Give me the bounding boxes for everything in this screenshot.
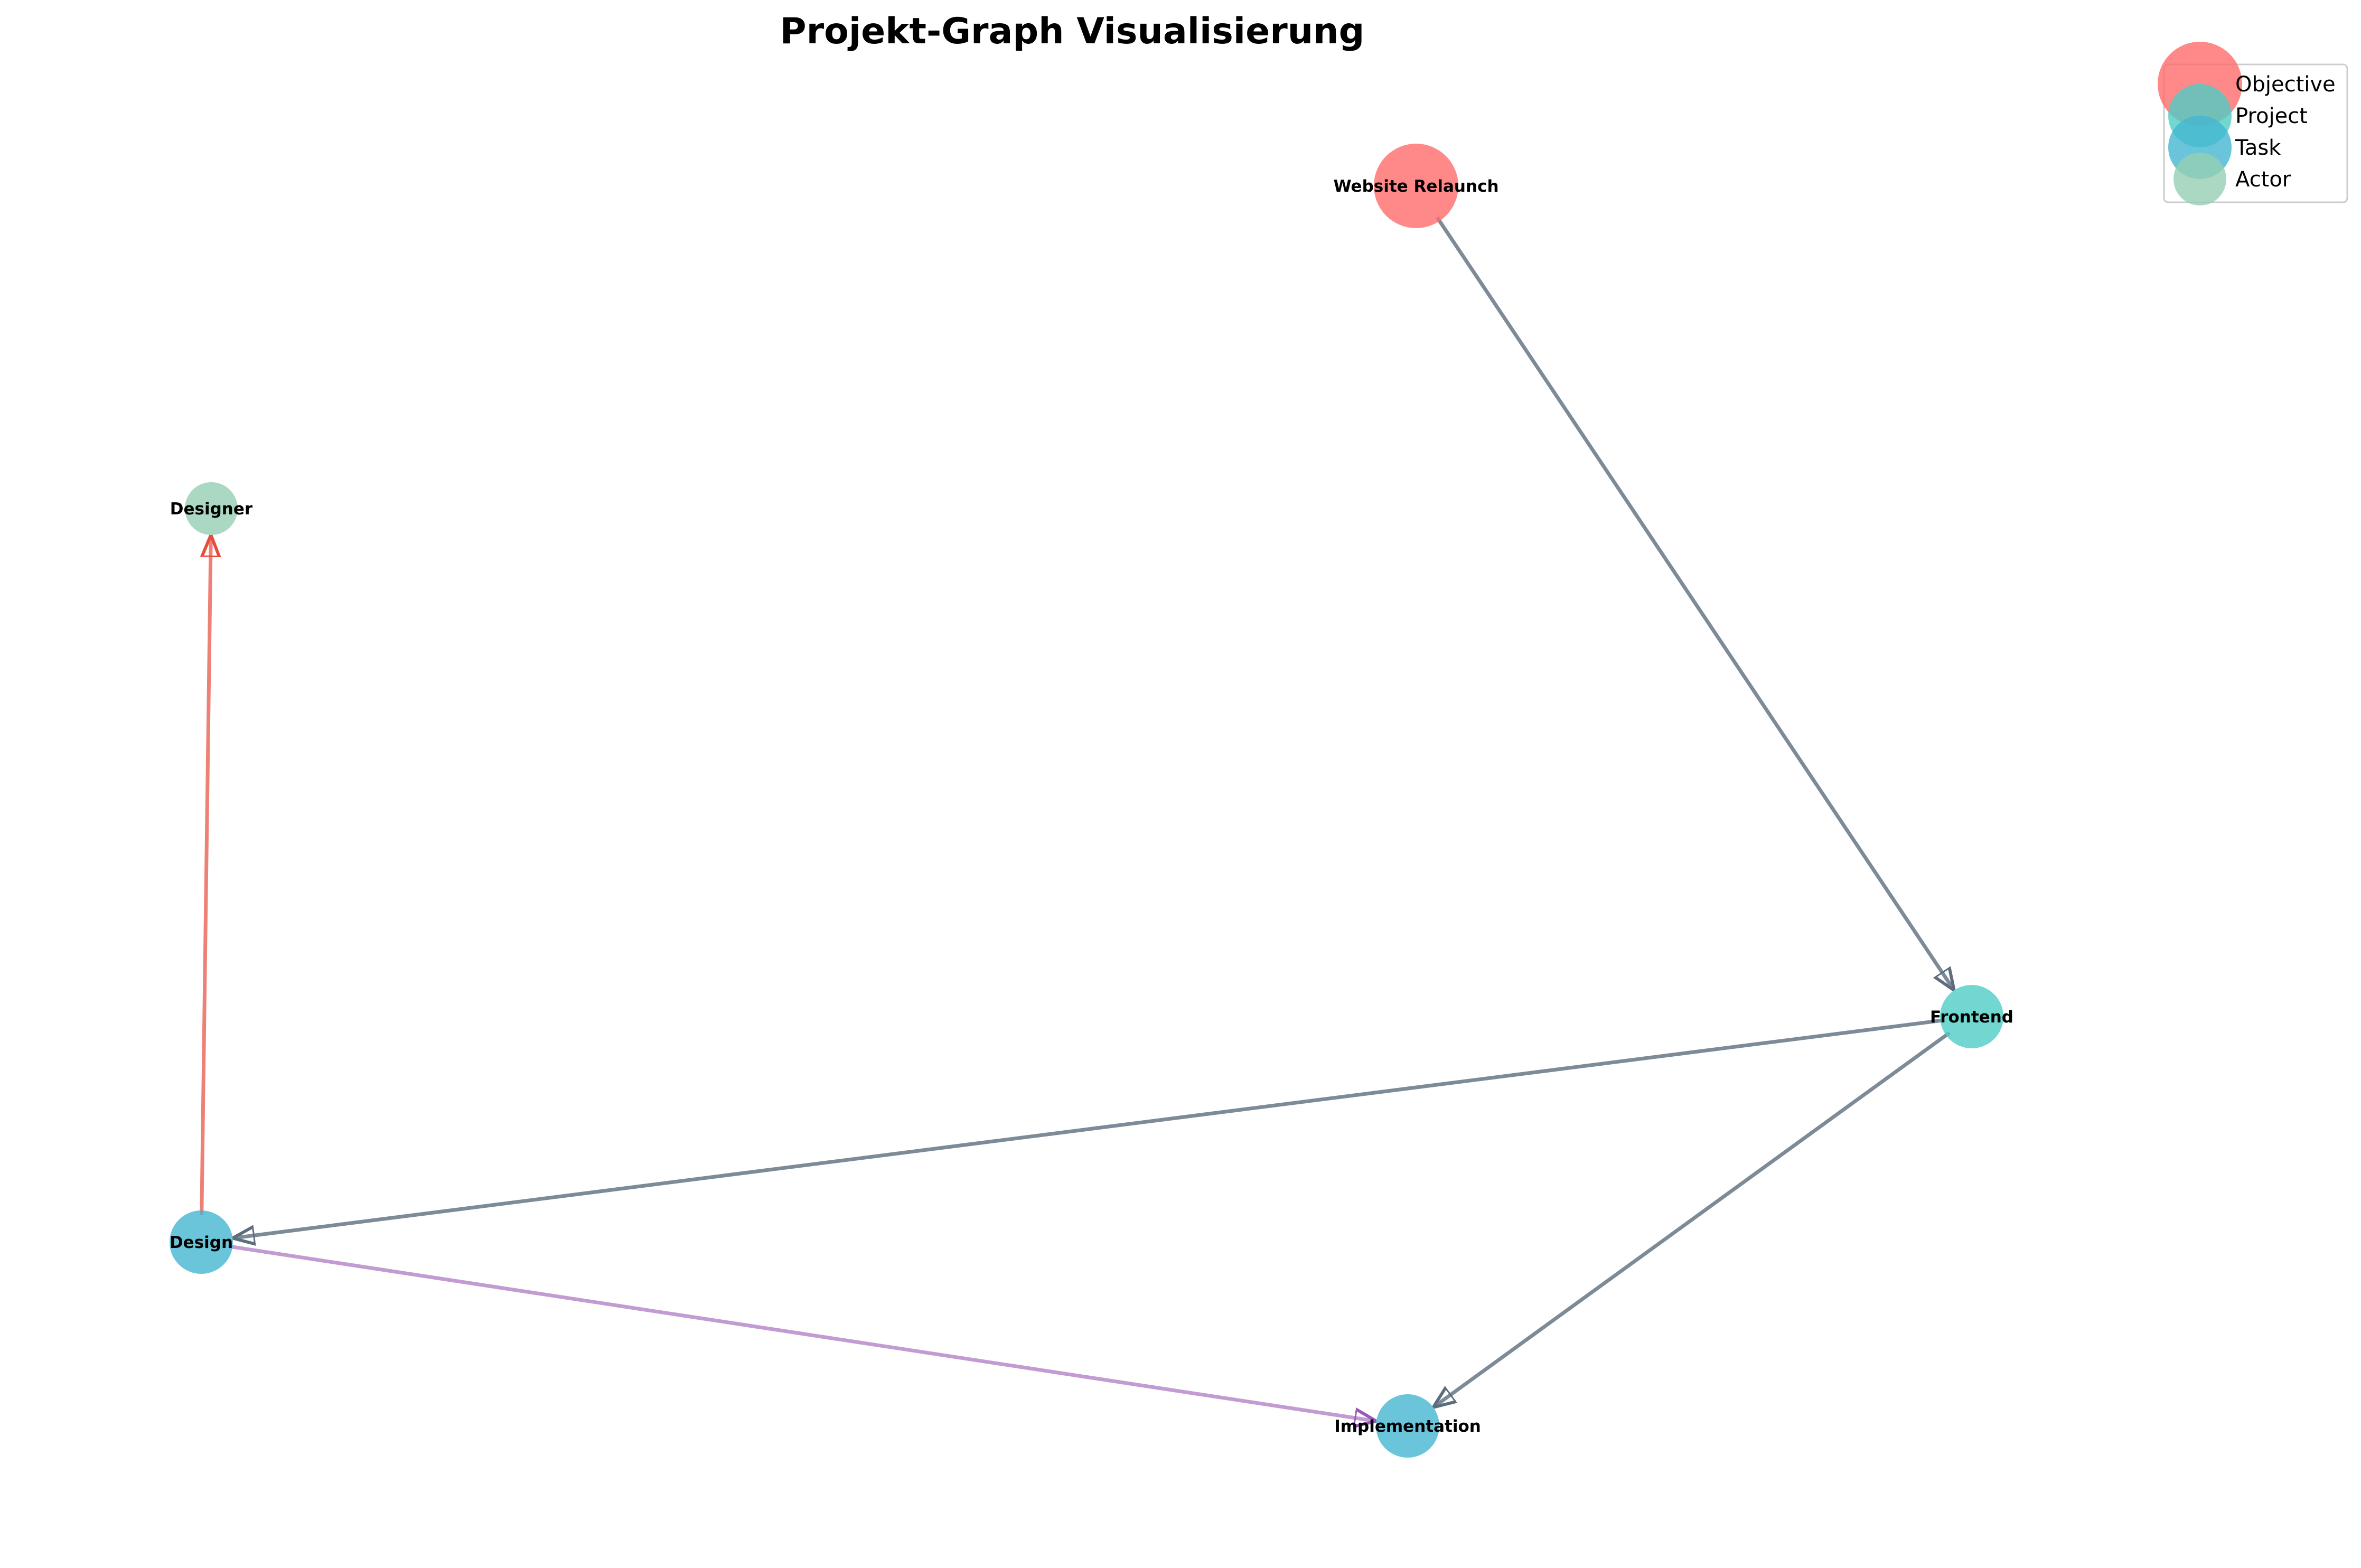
legend-label-project: Project bbox=[2235, 104, 2308, 128]
node-label-website_relaunch: Website Relaunch bbox=[1333, 177, 1498, 196]
node-implementation bbox=[1376, 1394, 1439, 1458]
labels-layer: Website RelaunchDesignerFrontendDesignIm… bbox=[170, 177, 2013, 1436]
node-label-frontend: Frontend bbox=[1930, 1008, 2013, 1027]
edge-frontend-to-design bbox=[235, 1018, 1945, 1238]
edges-layer bbox=[202, 216, 1953, 1421]
node-website_relaunch bbox=[1374, 144, 1458, 228]
chart-title: Projekt-Graph Visualisierung bbox=[780, 11, 1365, 52]
legend-label-actor: Actor bbox=[2235, 167, 2291, 192]
nodes-layer bbox=[170, 144, 2003, 1458]
node-label-implementation: Implementation bbox=[1334, 1417, 1481, 1436]
legend-marker-actor bbox=[2173, 153, 2226, 205]
edge-frontend-to-implementation bbox=[1435, 1031, 1951, 1406]
node-label-designer: Designer bbox=[170, 500, 253, 519]
node-label-design: Design bbox=[170, 1233, 233, 1252]
legend-label-objective: Objective bbox=[2235, 72, 2336, 97]
edge-design-to-designer bbox=[202, 537, 211, 1215]
edge-design-to-implementation bbox=[228, 1244, 1374, 1421]
node-frontend bbox=[1940, 985, 2003, 1048]
node-designer bbox=[185, 482, 238, 535]
legend-label-task: Task bbox=[2235, 136, 2281, 160]
node-design bbox=[170, 1210, 233, 1274]
edge-website_relaunch-to-frontend bbox=[1436, 216, 1953, 989]
